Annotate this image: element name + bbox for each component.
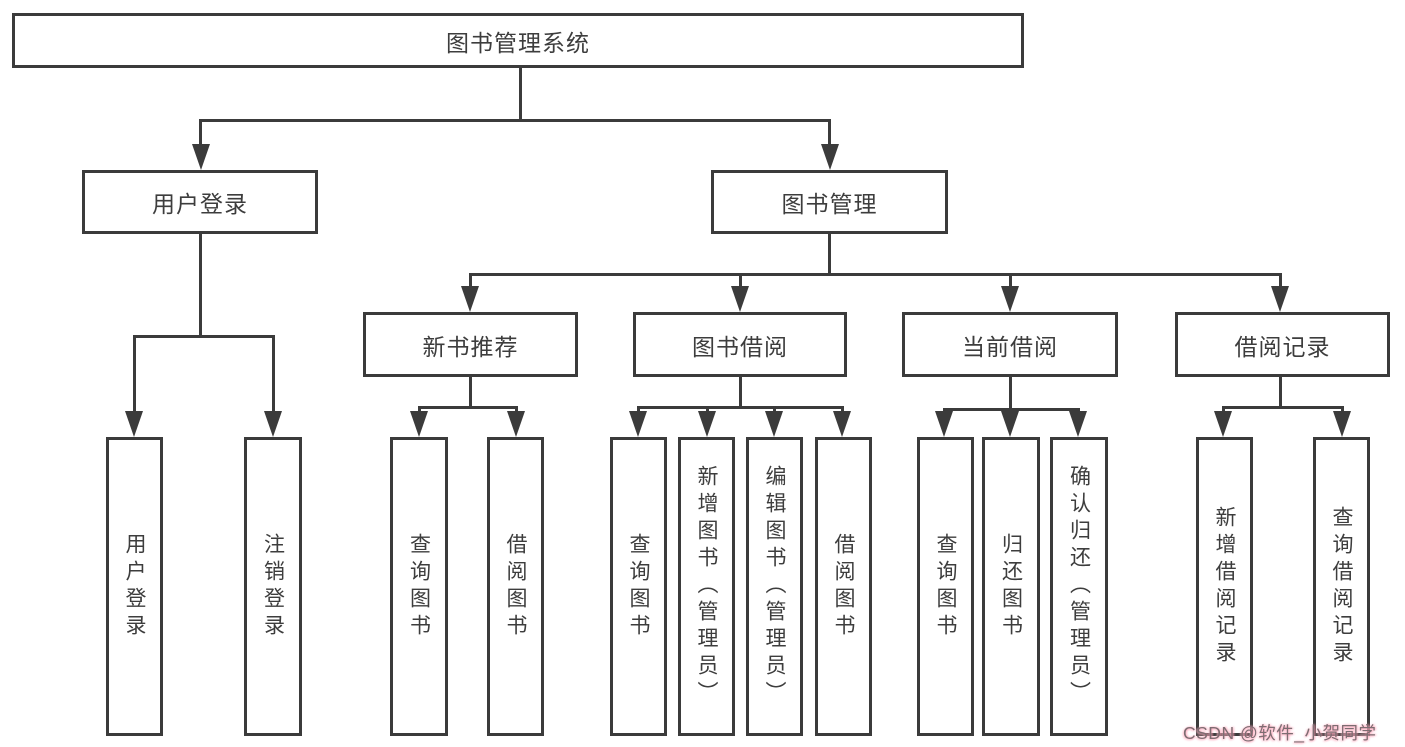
arrow-down-icon xyxy=(1001,286,1019,312)
node-user-login: 用户登录 xyxy=(82,170,318,234)
node-borrow-records: 借阅记录 xyxy=(1175,312,1390,377)
connector-stem xyxy=(739,273,742,289)
node-book-borrow-label: 图书借阅 xyxy=(692,333,788,360)
connector-stem xyxy=(706,406,709,415)
connector-stem xyxy=(773,406,776,415)
leaf-cb-confirm-return-label: 确认归还（管理员） xyxy=(1067,465,1091,708)
connector-stem xyxy=(1222,406,1225,415)
node-current-borrow: 当前借阅 xyxy=(902,312,1118,377)
arrow-down-icon xyxy=(264,411,282,437)
node-user-login-label: 用户登录 xyxy=(152,191,248,217)
leaf-nbr-borrow-books: 借阅图书 xyxy=(487,437,544,736)
connector-rail xyxy=(637,406,844,409)
arrow-down-icon xyxy=(125,411,143,437)
leaf-cb-confirm-return: 确认归还（管理员） xyxy=(1050,437,1108,736)
leaf-bb-query-books: 查询图书 xyxy=(610,437,667,736)
csdn-watermark: CSDN @软件_小贺同学 xyxy=(1183,723,1377,743)
connector-stem xyxy=(841,406,844,415)
leaf-bb-add-books-label: 新增图书（管理员） xyxy=(695,465,718,708)
arrow-down-icon xyxy=(507,411,525,437)
leaf-cb-return-books: 归还图书 xyxy=(982,437,1040,736)
connector-rail xyxy=(1222,406,1344,409)
leaf-logout: 注销登录 xyxy=(244,437,302,736)
leaf-user-login: 用户登录 xyxy=(106,437,163,736)
arrow-down-icon xyxy=(410,411,428,437)
node-root-label: 图书管理系统 xyxy=(446,29,590,56)
connector-stem xyxy=(828,119,831,147)
leaf-br-add-record-label: 新增借阅记录 xyxy=(1213,505,1236,668)
connector-stem xyxy=(637,406,640,415)
node-book-management: 图书管理 xyxy=(711,170,948,234)
node-current-borrow-label: 当前借阅 xyxy=(962,333,1058,360)
arrow-down-icon xyxy=(1214,411,1232,437)
connector-stem xyxy=(1279,273,1282,289)
connector-stem xyxy=(1009,273,1012,289)
connector-stem xyxy=(515,406,518,415)
node-new-book-recommend-label: 新书推荐 xyxy=(422,333,519,360)
arrow-down-icon xyxy=(1271,286,1289,312)
arrow-down-icon xyxy=(833,411,851,437)
leaf-br-query-record: 查询借阅记录 xyxy=(1313,437,1370,736)
leaf-bb-query-books-label: 查询图书 xyxy=(627,532,650,641)
leaf-logout-label: 注销登录 xyxy=(261,532,285,641)
arrow-down-icon xyxy=(1333,411,1351,437)
node-new-book-recommend: 新书推荐 xyxy=(363,312,578,377)
arrow-down-icon xyxy=(192,144,210,170)
connector-stem xyxy=(469,273,472,289)
leaf-bb-borrow-books: 借阅图书 xyxy=(815,437,872,736)
leaf-bb-add-books: 新增图书（管理员） xyxy=(678,437,735,736)
arrow-down-icon xyxy=(731,286,749,312)
leaf-bb-edit-books-label: 编辑图书（管理员） xyxy=(763,465,786,708)
leaf-cb-return-books-label: 归还图书 xyxy=(999,532,1023,641)
arrow-down-icon xyxy=(629,411,647,437)
connector-stem xyxy=(828,232,831,275)
connector-stem xyxy=(739,375,742,409)
arrow-down-icon xyxy=(698,411,716,437)
connector-stem xyxy=(133,335,136,413)
leaf-cb-query-books: 查询图书 xyxy=(917,437,974,736)
leaf-br-add-record: 新增借阅记录 xyxy=(1196,437,1253,736)
connector-rail xyxy=(133,335,275,338)
leaf-br-query-record-label: 查询借阅记录 xyxy=(1330,505,1353,668)
connector-stem xyxy=(1341,406,1344,415)
leaf-user-login-label: 用户登录 xyxy=(123,532,146,641)
leaf-cb-query-books-label: 查询图书 xyxy=(934,532,957,641)
connector-level2-rail xyxy=(199,119,831,122)
arrow-down-icon xyxy=(765,411,783,437)
connector-stem xyxy=(1279,375,1282,409)
leaf-nbr-query-books: 查询图书 xyxy=(390,437,448,736)
leaf-nbr-borrow-books-label: 借阅图书 xyxy=(504,532,527,641)
arrow-down-icon xyxy=(935,411,953,437)
leaf-bb-borrow-books-label: 借阅图书 xyxy=(832,532,855,641)
connector-rail xyxy=(418,406,518,409)
connector-stem xyxy=(418,406,421,415)
connector-stem xyxy=(272,335,275,413)
node-root: 图书管理系统 xyxy=(12,13,1024,68)
connector-rail xyxy=(943,408,1079,411)
node-book-borrow: 图书借阅 xyxy=(633,312,847,377)
arrow-down-icon xyxy=(1069,411,1087,437)
arrow-down-icon xyxy=(821,144,839,170)
node-book-management-label: 图书管理 xyxy=(781,191,878,217)
connector-stem xyxy=(469,375,472,409)
node-borrow-records-label: 借阅记录 xyxy=(1234,333,1331,360)
arrow-down-icon xyxy=(1001,411,1019,437)
leaf-nbr-query-books-label: 查询图书 xyxy=(407,532,431,641)
connector-stem xyxy=(199,232,202,336)
leaf-bb-edit-books: 编辑图书（管理员） xyxy=(746,437,803,736)
connector-level3-rail xyxy=(469,273,1282,276)
connector-root-stem xyxy=(519,66,522,122)
connector-stem xyxy=(1009,375,1012,411)
connector-stem xyxy=(199,119,202,147)
arrow-down-icon xyxy=(461,286,479,312)
